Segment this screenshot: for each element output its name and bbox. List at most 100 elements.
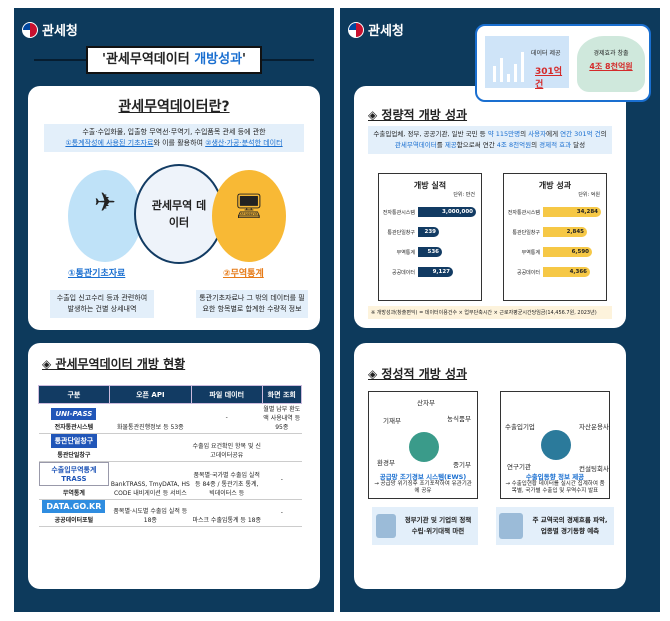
- node-label: 자산운용사: [579, 423, 609, 431]
- page-title: '관세무역데이터 개방성과': [86, 46, 262, 74]
- col-header: 오픈 API: [108, 385, 192, 404]
- node-label: 수출입기업: [505, 423, 535, 431]
- what-card: 관세무역데이터란? 수출·수입화물, 입출항 무역선·무역기, 수입품목 관세 …: [28, 86, 320, 330]
- desc-users: 약 115만명: [487, 130, 521, 138]
- screen-cell: -: [262, 461, 302, 500]
- stats-label: ②무역통계: [223, 269, 264, 279]
- desc-text: 사용자: [528, 130, 547, 138]
- taeguk-icon: [22, 21, 38, 38]
- bar: 6,590: [543, 247, 592, 257]
- row-name: 공공데이터포털: [54, 517, 94, 524]
- data-supply-label: 데이터 제공: [531, 50, 561, 57]
- left-panel: 관세청 '관세무역데이터 개방성과' 관세무역데이터란? 수출·수입화물, 입출…: [14, 8, 334, 612]
- stats-desc: 통관기초자료나 그 밖의 데이터를 필요한 항목별로 합계한 수량적 정보: [196, 290, 308, 318]
- category-label: 전자통관시스템: [382, 209, 415, 216]
- ship-plane-icon: ✈: [94, 188, 116, 218]
- desc-text: 에게: [546, 130, 561, 138]
- desc-basic: ①통계작성에 사용된 기초자료: [65, 139, 154, 147]
- qual-title: ◈ 정성적 개방 성과: [368, 367, 468, 381]
- bar: 239: [418, 227, 439, 237]
- chart-unit: 단위: 억원: [578, 192, 600, 198]
- category-label: 통관단일창구: [387, 229, 415, 236]
- right-panel: 관세청 ◈ 정량적 개방 성과 수출입업체, 정부, 공공기관, 일반 국민 등…: [340, 8, 660, 612]
- row-name: 전자통관시스템: [54, 424, 94, 431]
- col-header: 구분: [38, 385, 110, 404]
- trade-desc: → 수출입현황 데이터를 실시간 집계하여 품목별, 국가별 수출입 및 무역수…: [505, 481, 605, 494]
- finance-icon: [499, 513, 523, 539]
- node-label: 컨설팅회사: [579, 465, 609, 473]
- file-cell: -: [191, 403, 263, 434]
- row-name: 무역통계: [62, 490, 85, 497]
- org-logo: 관세청: [348, 20, 404, 39]
- what-desc: 수출·수입화물, 입출항 무역선·무역기, 수입품목 관세 등에 관한 ①통계작…: [44, 124, 304, 152]
- chart-title: 개방 성과: [538, 181, 572, 190]
- org-logo: 관세청: [22, 20, 78, 39]
- desc-text: 의: [531, 141, 540, 149]
- node-label: 연구기관: [507, 463, 531, 471]
- col-header: 파일 데이터: [190, 385, 263, 404]
- economic-effect-value: 4조 8천억원: [589, 62, 633, 71]
- row-name: 통관단일창구: [57, 452, 91, 459]
- api-cell: BankTRASS, TmyDATA, HS CODE 내비게이션 등 서비스: [109, 461, 192, 500]
- file-cell: 품목별·국가별 수출입 실적 등 84종 / 통관기초 통계, 빅데이터스 등: [191, 461, 263, 500]
- node-label: 농식품부: [447, 415, 471, 423]
- trade-title: 수출입동향 정보 제공: [525, 473, 585, 481]
- ews-desc: → 공급망 위기징후 조기포착하여 유관기관에 공유: [374, 481, 472, 494]
- stats-circle: 🖥: [212, 170, 286, 262]
- effect-text: 주 교역국의 경제흐름 파악, 업종별 경기동향 예측: [532, 516, 608, 535]
- customs-label: ①통관기초자료: [68, 269, 126, 279]
- node-label: 환경부: [377, 459, 395, 467]
- category-label: 전자통관시스템: [507, 209, 540, 216]
- data-portal-logo: DATA.GO.KR: [42, 500, 106, 513]
- category-label: 무역통계: [521, 249, 540, 256]
- org-name: 관세청: [368, 24, 404, 39]
- desc-text: 제공: [444, 141, 457, 149]
- data-supply-panel: 데이터 제공 301억건: [485, 36, 569, 90]
- col-header: 화면 조회: [261, 385, 303, 404]
- desc-text: 관세무역데이터: [394, 141, 437, 149]
- desc-derived: ②생산·가공·분석한 데이터: [205, 139, 283, 147]
- desc-text: 경제적 효과: [539, 141, 572, 149]
- trade-box: 수출입기업 자산운용사 연구기관 컨설팅회사 수출입동향 정보 제공 → 수출입…: [500, 391, 610, 499]
- api-cell: [109, 433, 192, 462]
- qual-card: ◈ 정성적 개방 성과 산자부 기재부 농식품부 환경부 중기부 공급망 조기경…: [354, 343, 626, 589]
- taeguk-icon: [348, 21, 364, 38]
- customs-circle: ✈: [68, 170, 142, 262]
- quant-title: ◈ 정량적 개방 성과: [368, 108, 468, 122]
- bar: 34,284: [543, 207, 601, 217]
- desc-text: 를: [436, 141, 445, 149]
- customs-desc: 수출입 신고수리 등과 관련하여 발생하는 건별 상세내역: [50, 290, 154, 318]
- presentation-icon: [376, 514, 396, 538]
- ews-box: 산자부 기재부 농식품부 환경부 중기부 공급망 조기경보 시스템(EWS) →…: [368, 391, 478, 499]
- effect-economy: 주 교역국의 경제흐름 파악, 업종별 경기동향 예측: [496, 507, 614, 545]
- what-title: 관세무역데이터란?: [118, 99, 230, 115]
- title-prefix: '관세무역데이터: [101, 52, 195, 67]
- desc-text: 달성: [571, 141, 586, 149]
- org-name: 관세청: [42, 24, 78, 39]
- node-label: 기재부: [383, 417, 401, 425]
- category-label: 공공데이터: [516, 269, 540, 276]
- screen-cell: 월별 납부 환도액 사용내역 등 95종: [262, 403, 302, 434]
- bar: 9,127: [418, 267, 453, 277]
- bar: 536: [418, 247, 442, 257]
- title-highlight: 개방성과: [194, 52, 243, 67]
- desc-text: 의: [600, 130, 607, 138]
- screen-cell: [262, 433, 302, 462]
- globe-trade-icon: [541, 430, 571, 460]
- desc-text: 의: [520, 130, 529, 138]
- chart-unit: 단위: 만건: [453, 192, 475, 198]
- effect-text: 정부기관 및 기업의 정책수립·위기대책 마련: [404, 516, 472, 535]
- trass-logo: 수출입무역통계 TRASS: [38, 462, 110, 486]
